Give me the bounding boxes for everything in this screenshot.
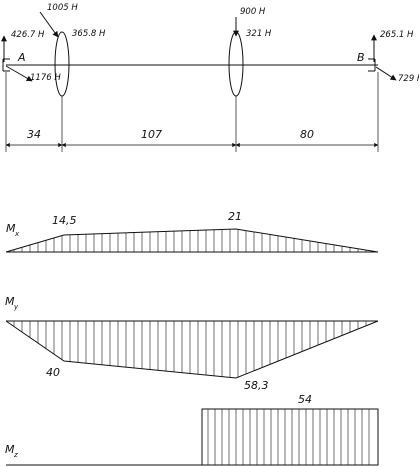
force-b-vertical-label: 265.1 H bbox=[380, 30, 414, 40]
force-g1-side-label: 365.8 H bbox=[72, 29, 106, 39]
mx-diagram: M x 14,5 21 bbox=[5, 210, 379, 253]
force-a-horizontal-label: 1176 H bbox=[30, 73, 61, 83]
dimension-lines: 34 107 80 bbox=[5, 72, 379, 152]
force-g1-top-arrow bbox=[39, 11, 59, 38]
shaft-scheme: 426.7 H 1176 H 1005 H 365.8 H 900 H 321 … bbox=[0, 3, 419, 97]
force-a-horizontal-arrow bbox=[5, 65, 33, 82]
mx-value-1: 14,5 bbox=[52, 214, 77, 227]
dimension-2: 107 bbox=[141, 128, 162, 141]
my-axis-sub: y bbox=[13, 303, 19, 311]
my-hatching bbox=[13, 321, 367, 378]
mz-hatching bbox=[207, 409, 370, 465]
force-g2-side-label: 321 H bbox=[246, 29, 272, 39]
mz-axis-label: M bbox=[5, 443, 15, 456]
mx-axis-sub: x bbox=[14, 230, 20, 238]
my-value-1: 40 bbox=[46, 366, 60, 379]
point-b-label: B bbox=[357, 51, 365, 64]
point-a-label: A bbox=[17, 51, 26, 64]
mz-axis-sub: z bbox=[13, 451, 18, 459]
dimension-1: 34 bbox=[27, 128, 41, 141]
gear-1 bbox=[54, 31, 70, 97]
mx-hatching bbox=[13, 229, 367, 252]
force-g2-top-label: 900 H bbox=[240, 7, 266, 17]
dimension-3: 80 bbox=[300, 128, 314, 141]
mz-value-1: 54 bbox=[298, 393, 312, 406]
mx-axis-label: M bbox=[6, 222, 16, 235]
my-diagram: M y 40 58,3 bbox=[5, 295, 379, 392]
mz-diagram: M z 54 bbox=[5, 393, 379, 466]
gear-2 bbox=[228, 31, 244, 97]
my-value-2: 58,3 bbox=[244, 379, 269, 392]
force-a-vertical-label: 426.7 H bbox=[11, 30, 45, 40]
force-g1-top-label: 1005 H bbox=[47, 3, 78, 13]
my-axis-label: M bbox=[5, 295, 15, 308]
force-b-horizontal-arrow bbox=[375, 66, 397, 81]
force-b-horizontal-label: 729 H bbox=[398, 74, 419, 84]
mx-value-2: 21 bbox=[228, 210, 242, 223]
